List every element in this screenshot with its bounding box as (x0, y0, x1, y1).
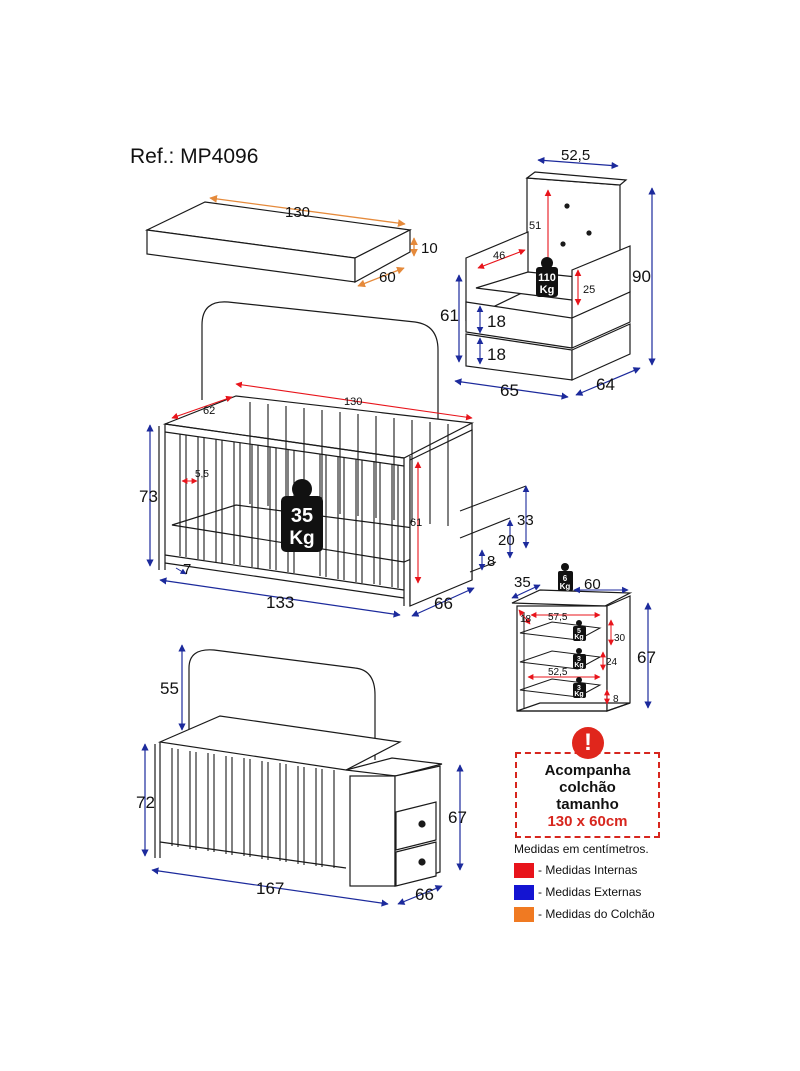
dresser-width-label: 60 (584, 576, 601, 593)
dresser-drawer1-load-value: 5 (577, 628, 581, 635)
combo-dresser-height-label: 67 (448, 808, 467, 827)
sofa-depth-dim (575, 367, 641, 396)
mattress-length-dim (209, 195, 406, 227)
dresser-drawer-width-label: 52,5 (548, 667, 568, 678)
dresser-drawing (511, 589, 633, 712)
crib-inner-length-label: 130 (344, 396, 362, 408)
crib-height-label: 73 (139, 487, 158, 506)
notice-size: 130 x 60cm (547, 813, 628, 830)
mattress-length-label: 130 (285, 204, 310, 221)
sofa-width-label: 65 (500, 381, 519, 400)
crib-level-low-label: 8 (487, 553, 495, 570)
legend: Medidas em centímetros. - Medidas Intern… (514, 842, 655, 925)
exclamation-icon: ! (572, 727, 604, 759)
sofa-armrest-label: 25 (583, 284, 595, 296)
sofa-depth-label: 64 (596, 375, 615, 394)
sofa-backrest-label: 51 (529, 220, 541, 232)
sofa-load-unit: Kg (540, 284, 555, 296)
dresser-drawer3-load-value: 3 (577, 685, 581, 692)
dresser-depth-label: 35 (514, 574, 531, 591)
mattress-height-label: 10 (421, 240, 438, 257)
combo-length-label: 167 (256, 879, 284, 898)
mattress-width-dim (357, 266, 405, 288)
dresser-top-load-value: 6 (563, 574, 568, 583)
combo-depth-dim (397, 885, 443, 905)
combo-depth-label: 66 (415, 885, 434, 904)
crib-inner-width-dim (171, 395, 233, 420)
sofa-top-width-label: 52,5 (561, 147, 590, 164)
crib-foot-label: 7 (183, 561, 191, 578)
sofa-base-upper-label: 18 (487, 312, 506, 331)
crib-level-guides (459, 485, 530, 573)
sofa-base-lower-label: 18 (487, 345, 506, 364)
crib-level-top-label: 33 (517, 512, 534, 529)
crib-slat-gap-label: 5,5 (195, 469, 209, 480)
legend-label: - Medidas Externas (538, 885, 642, 899)
dresser-drawer1-height-label: 30 (614, 633, 626, 644)
crib-depth-label: 66 (434, 594, 453, 613)
legend-item-internal: - Medidas Internas (514, 859, 655, 881)
crib-slats (179, 402, 449, 588)
notice-line-2: colchão (559, 779, 616, 796)
dresser-drawer3-height-label: 8 (613, 694, 619, 705)
mattress-width-label: 60 (379, 269, 396, 286)
combo-height-label: 72 (136, 793, 155, 812)
dresser-height-label: 67 (637, 648, 656, 667)
crib-level-mid-label: 20 (498, 532, 515, 549)
crib-inner-height-label: 61 (410, 517, 422, 529)
legend-item-external: - Medidas Externas (514, 881, 655, 903)
crib-inner-length-dim (235, 381, 473, 421)
dresser-drawer3-load-unit: Kg (574, 691, 583, 698)
dresser-top-load-icon: 6 Kg (558, 563, 573, 591)
sofa-total-height-label: 90 (632, 267, 651, 286)
sofa-seat-height-label: 61 (440, 306, 459, 325)
legend-item-mattress: - Medidas do Colchão (514, 903, 655, 925)
mattress-drawing (144, 201, 412, 284)
sofa-load-weight-icon: 110 Kg (536, 257, 558, 297)
notice-line-3: tamanho (556, 796, 619, 813)
legend-swatch-red (514, 862, 534, 878)
dresser-inner-width-label: 57,5 (548, 612, 568, 623)
legend-title: Medidas em centímetros. (514, 842, 649, 856)
dresser-drawer2-load-icon: 3 Kg (573, 648, 586, 669)
legend-swatch-blue (514, 884, 534, 900)
reference-code: Ref.: MP4096 (130, 145, 259, 168)
crib-length-dim (159, 577, 401, 618)
crib-load-unit: Kg (289, 528, 314, 549)
legend-label: - Medidas do Colchão (538, 907, 655, 921)
sofa-seat-depth-dim (477, 249, 526, 269)
dresser-drawer1-load-icon: 5 Kg (573, 620, 586, 641)
notice-line-1: Acompanha (544, 762, 631, 779)
dresser-depth-dim (511, 584, 541, 599)
dresser-top-load-unit: Kg (560, 582, 571, 591)
crib-drawing (158, 301, 475, 607)
legend-label: - Medidas Internas (538, 863, 638, 877)
combo-headboard-label: 55 (160, 679, 179, 698)
combo-slats (171, 748, 335, 868)
crib-load-value: 35 (291, 505, 313, 527)
dresser-drawer2-height-label: 24 (606, 657, 618, 668)
legend-swatch-orange (514, 906, 534, 922)
crib-length-label: 133 (266, 593, 294, 612)
crib-depth-dim (411, 587, 475, 617)
sofa-width-dim (454, 378, 569, 400)
dresser-inner-top-dim (518, 609, 531, 625)
dresser-drawer2-load-value: 3 (577, 656, 581, 663)
sofa-seat-depth-label: 46 (493, 250, 505, 262)
crib-load-weight-icon: 35 Kg (281, 479, 323, 552)
dresser-inner-top-label: 18 (520, 614, 532, 625)
mattress-included-notice: Acompanha colchão tamanho 130 x 60cm (515, 752, 660, 838)
sofa-load-value: 110 (538, 272, 556, 284)
dresser-drawer2-load-unit: Kg (574, 662, 583, 669)
dresser-drawer3-load-icon: 3 Kg (573, 677, 586, 698)
dresser-drawer1-load-unit: Kg (574, 634, 583, 641)
crib-foot-dim (175, 567, 187, 575)
sofa-top-width-dim (537, 156, 619, 170)
combo-length-dim (151, 867, 389, 907)
crib-inner-width-label: 62 (203, 405, 215, 417)
